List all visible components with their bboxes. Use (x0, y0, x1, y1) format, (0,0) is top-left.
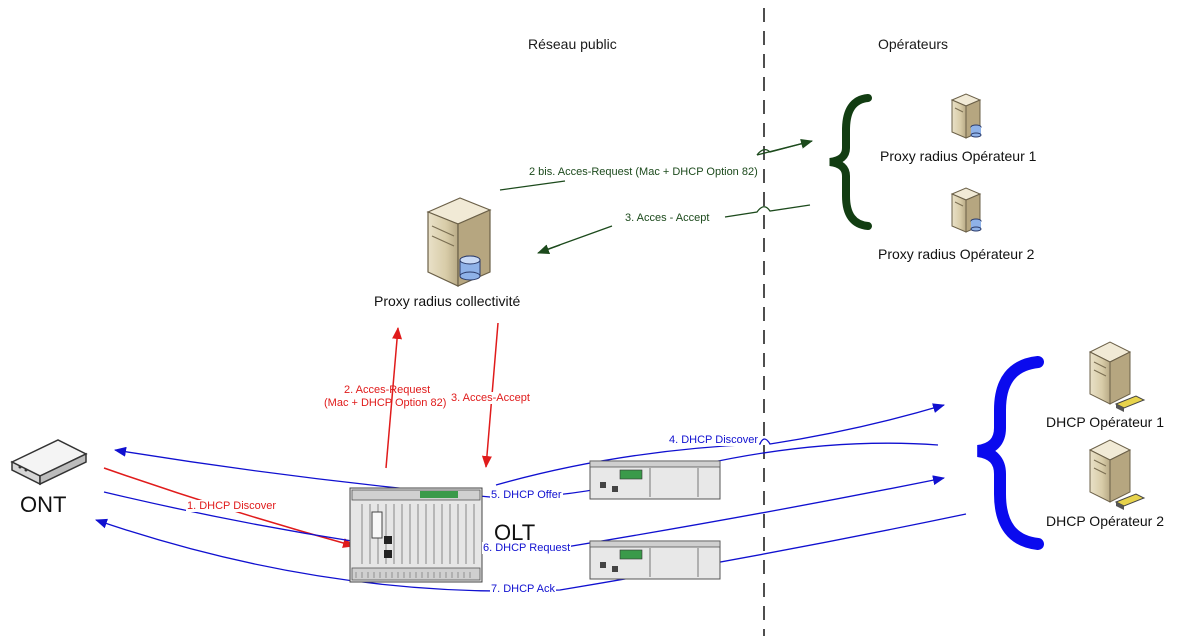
arrow-acces-accept-op-head (537, 244, 561, 254)
dhcp-op2-server-icon (1088, 439, 1146, 510)
switch-1-icon (589, 460, 721, 500)
radius-operators-brace (829, 94, 872, 230)
dhcp-op2-label: DHCP Opérateur 2 (1046, 513, 1165, 529)
proxy-collectivite-server-icon (426, 197, 492, 287)
msg-2-label-line1: 2. Acces-Request (344, 384, 431, 396)
msg-2bis-label: 2 bis. Acces-Request (Mac + DHCP Option … (528, 166, 759, 178)
dhcp-op1-server-icon (1088, 341, 1146, 412)
proxy-op1-label: Proxy radius Opérateur 1 (880, 148, 1037, 164)
msg-3-operator-label: 3. Acces - Accept (624, 212, 711, 224)
msg-6-label: 6. DHCP Request (482, 542, 572, 554)
switch-2-icon (589, 540, 721, 580)
olt-label: OLT (494, 520, 536, 545)
msg-4-label: 4. DHCP Discover (668, 434, 760, 446)
msg-7-label: 7. DHCP Ack (490, 583, 556, 595)
ont-label: ONT (20, 492, 67, 517)
arrow-acces-request (385, 327, 403, 469)
proxy-op2-server-icon (950, 187, 982, 233)
section-public-label: Réseau public (528, 36, 617, 52)
msg-2-label-line2: (Mac + DHCP Option 82) (324, 397, 447, 409)
proxy-collectivite-label: Proxy radius collectivité (374, 293, 521, 309)
ont-device-icon (10, 439, 88, 486)
arrow-acces-request-bis-hop (756, 138, 813, 156)
dhcp-op1-label: DHCP Opérateur 1 (1046, 414, 1165, 430)
olt-chassis-icon (349, 487, 483, 583)
msg-5-label: 5. DHCP Offer (490, 489, 563, 501)
proxy-op1-server-icon (950, 93, 982, 139)
arrow-dhcp-ack (95, 513, 967, 592)
proxy-op2-label: Proxy radius Opérateur 2 (878, 246, 1035, 262)
msg-3-label: 3. Acces-Accept (450, 392, 531, 404)
dhcp-operators-brace (976, 356, 1044, 550)
msg-1-label: 1. DHCP Discover (186, 500, 278, 512)
section-operators-label: Opérateurs (878, 36, 949, 52)
